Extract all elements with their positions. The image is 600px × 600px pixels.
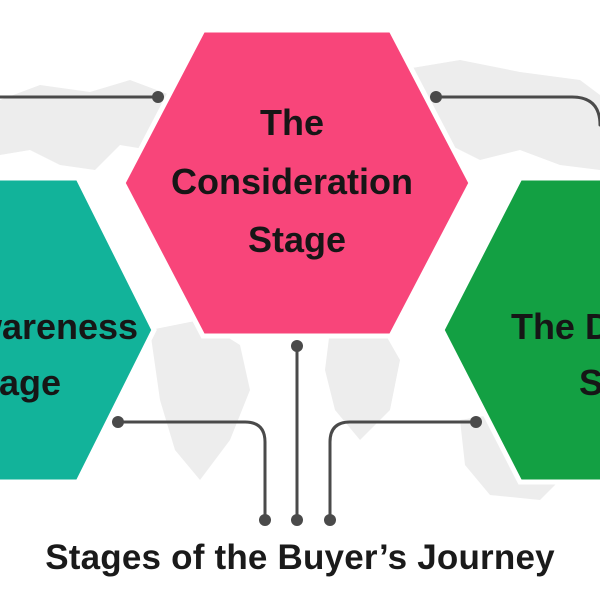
connector-right-bottom bbox=[328, 420, 478, 522]
connector-dot bbox=[152, 91, 164, 103]
decision-hexagon bbox=[439, 175, 600, 485]
consideration-label-line-1: The bbox=[260, 102, 324, 143]
diagram-caption: Stages of the Buyer’s Journey bbox=[45, 538, 555, 577]
awareness-stage-label: The Awareness Stage bbox=[0, 306, 148, 403]
decision-label-line-2: Stage bbox=[579, 362, 600, 403]
awareness-label-line-1: The Awareness bbox=[0, 306, 138, 347]
connector-dot bbox=[470, 416, 482, 428]
decision-stage-node: The Decision Stage bbox=[439, 175, 600, 485]
consideration-stage-node: The Consideration Stage bbox=[120, 27, 474, 339]
connector-dot bbox=[430, 91, 442, 103]
connector-dot bbox=[291, 514, 303, 526]
connector-dots bbox=[112, 91, 482, 526]
decision-stage-label: The Decision Stage bbox=[511, 306, 600, 403]
connector-dot bbox=[291, 340, 303, 352]
awareness-hexagon bbox=[0, 175, 157, 485]
awareness-label-line-2: Stage bbox=[0, 362, 61, 403]
awareness-stage-node: The Awareness Stage bbox=[0, 175, 157, 485]
connector-left-bottom bbox=[116, 420, 267, 522]
connector-dot bbox=[112, 416, 124, 428]
consideration-label-line-2: Consideration bbox=[171, 161, 413, 202]
connector-dot bbox=[259, 514, 271, 526]
consideration-hexagon bbox=[120, 27, 474, 339]
consideration-stage-label: The Consideration Stage bbox=[171, 102, 423, 260]
connector-dot bbox=[324, 514, 336, 526]
decision-label-line-1: The Decision bbox=[511, 306, 600, 347]
consideration-label-line-3: Stage bbox=[248, 219, 346, 260]
